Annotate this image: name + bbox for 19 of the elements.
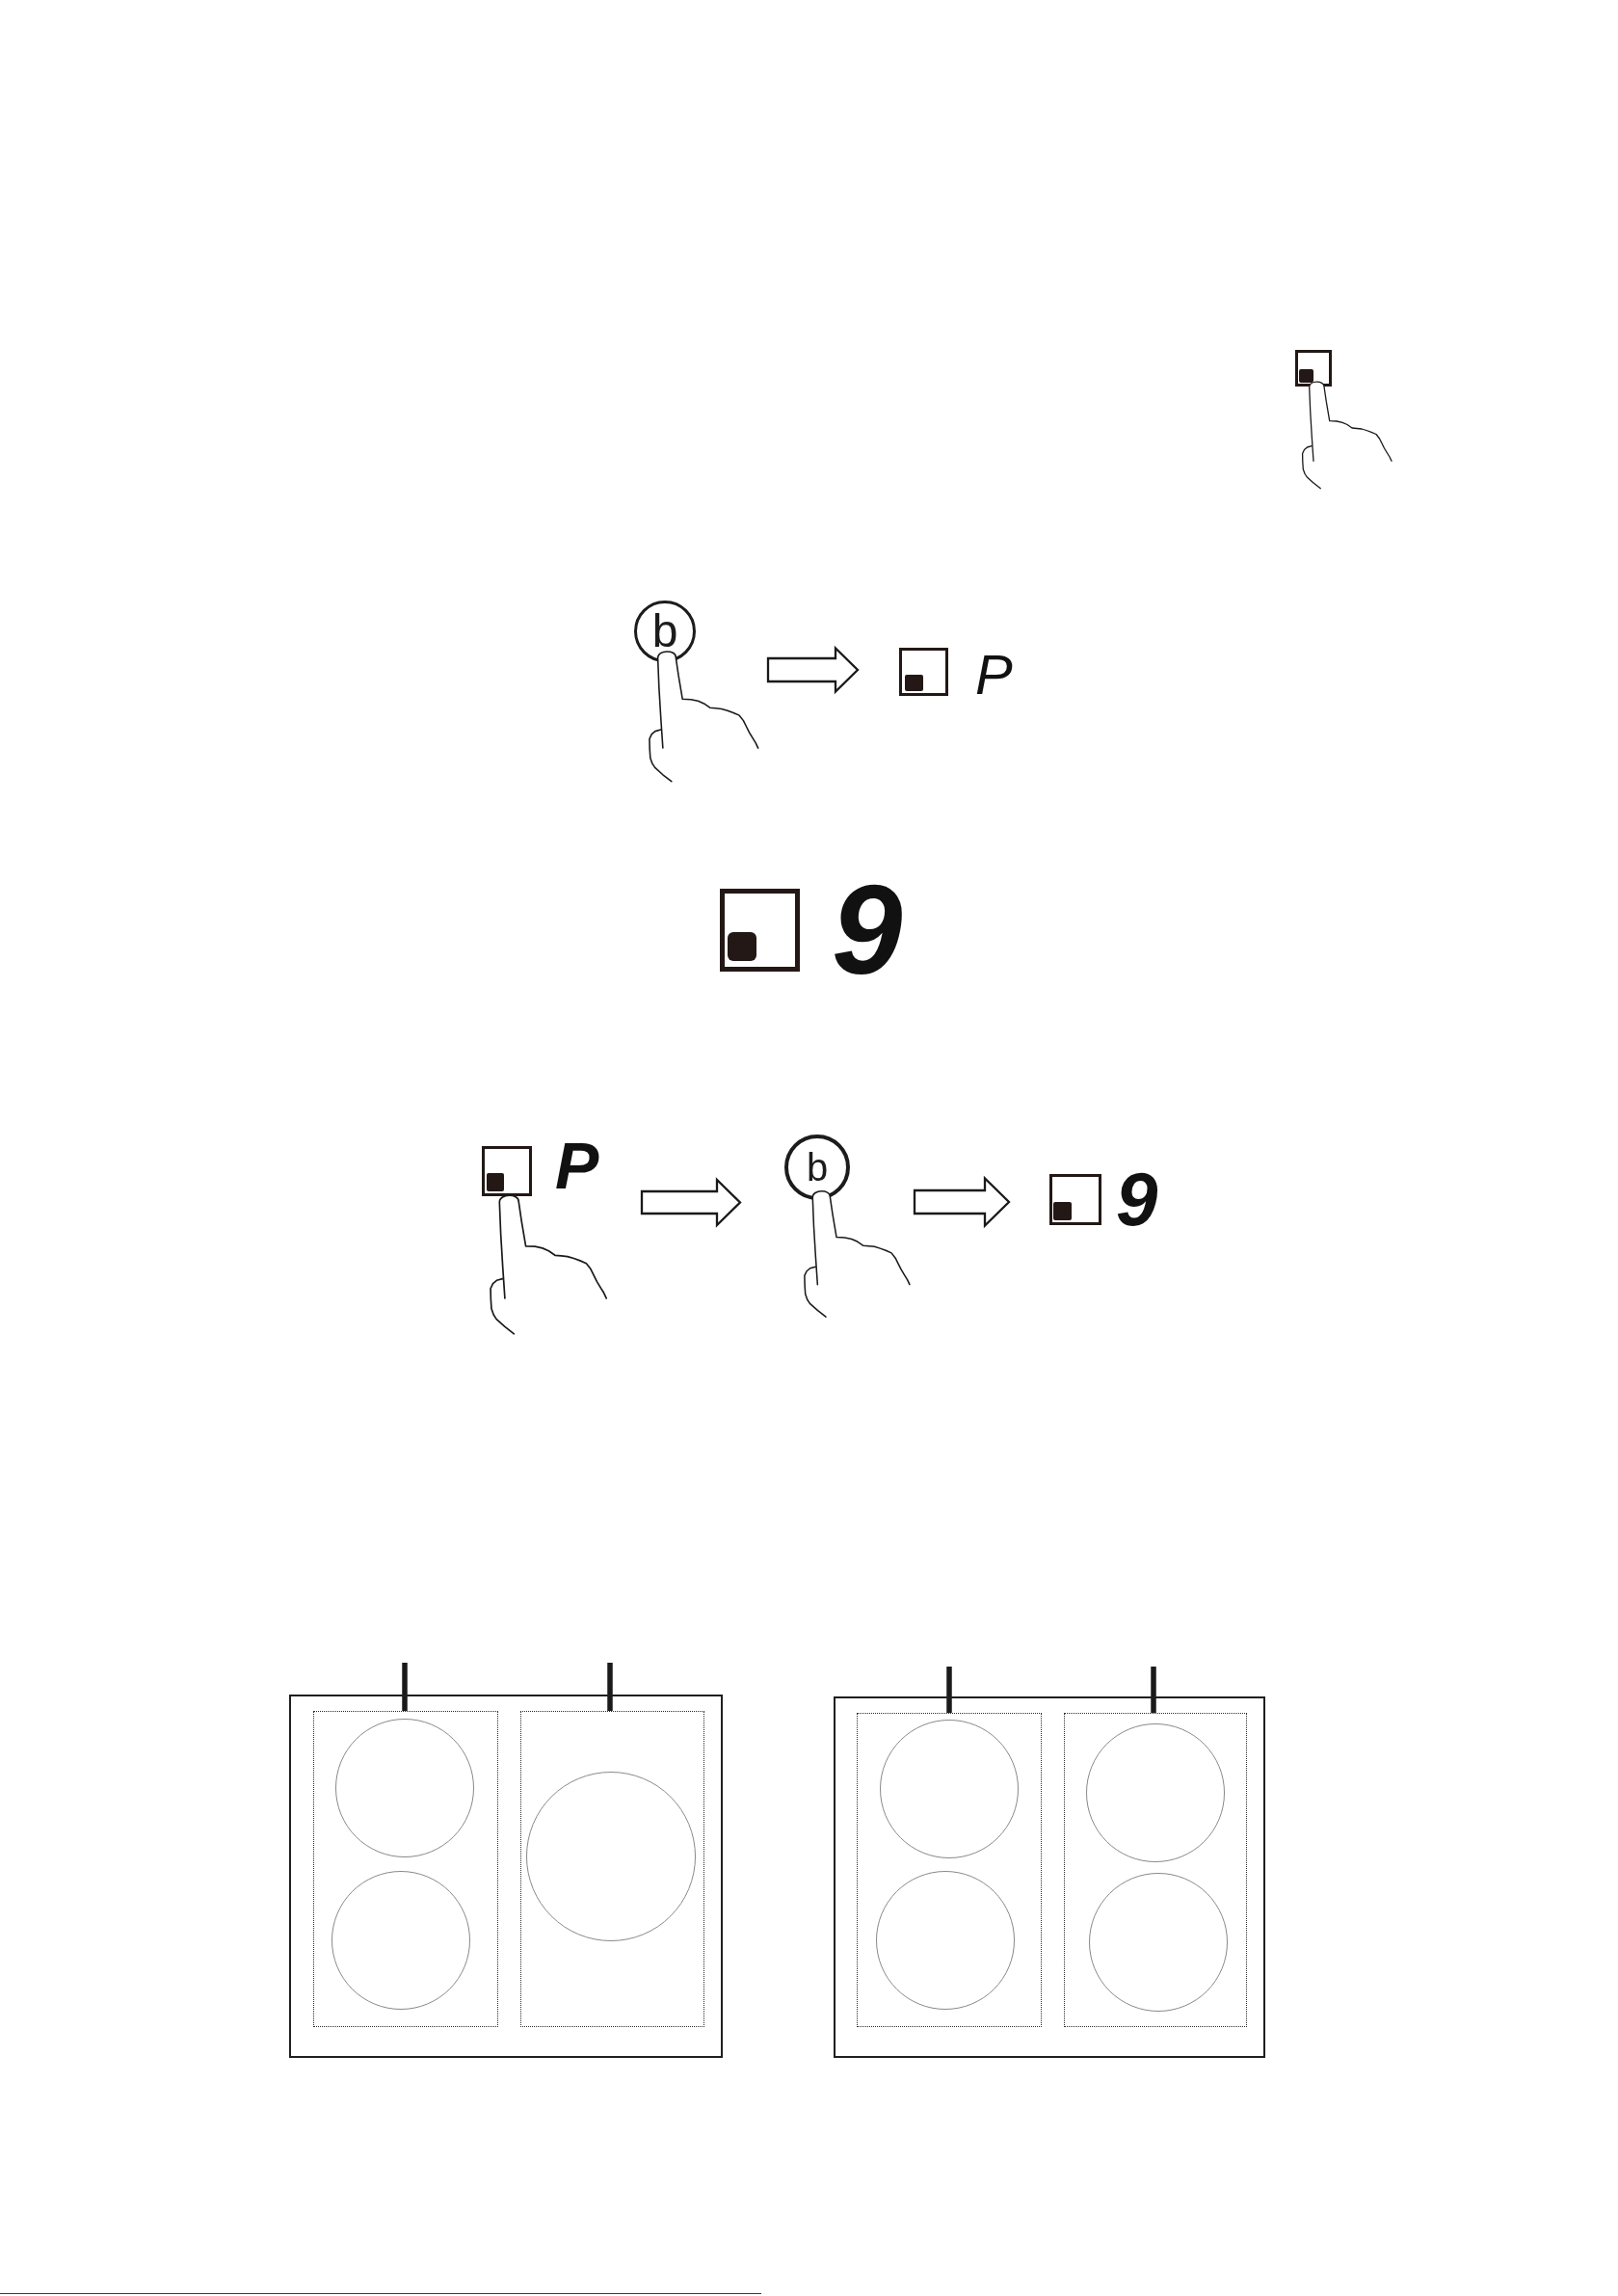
cooking-area-frame [1064, 1713, 1247, 2027]
display-digit: P [555, 1141, 599, 1190]
arrow [913, 1175, 1011, 1229]
leader-line [402, 1663, 408, 1711]
leader-line [1151, 1667, 1156, 1713]
display-digit: 9 [832, 882, 903, 977]
arrow [640, 1177, 742, 1228]
cooktop-outline [289, 1695, 723, 2058]
cooking-area-frame [520, 1711, 704, 2027]
arrow [766, 645, 860, 695]
cooking-area-frame [313, 1711, 498, 2027]
leader-line [607, 1663, 613, 1711]
touch-key: b [784, 1135, 850, 1200]
display-digit: P [975, 654, 1013, 696]
cooktop-outline [834, 1696, 1265, 2058]
display-digit: 9 [1116, 1171, 1158, 1228]
touch-key: b [634, 601, 696, 662]
cooking-area-frame [857, 1713, 1042, 2027]
leader-line [946, 1667, 952, 1713]
